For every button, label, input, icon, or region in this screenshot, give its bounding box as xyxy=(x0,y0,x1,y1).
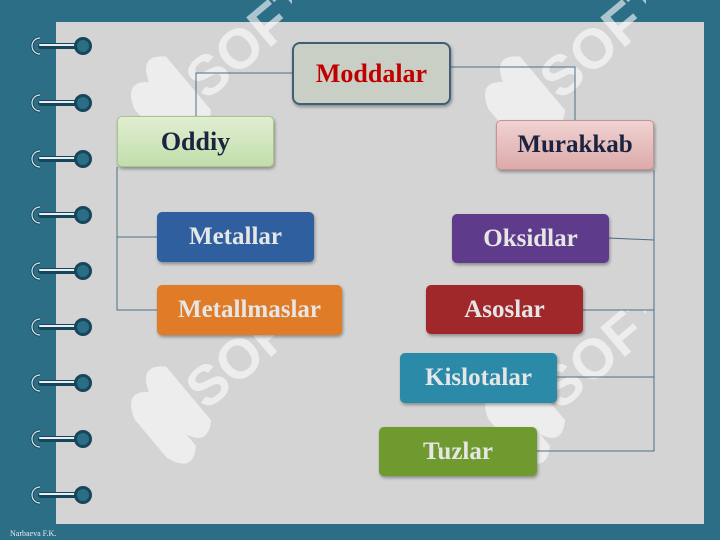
node-kislotalar: Kislotalar xyxy=(400,353,557,403)
binding-ring-icon xyxy=(26,90,94,116)
node-metallar: Metallar xyxy=(157,212,314,262)
node-metallmaslar-label: Metallmaslar xyxy=(177,296,321,323)
binding-ring-icon xyxy=(26,33,94,59)
author-footer: Narbaeva F.K. xyxy=(10,529,57,538)
node-tuzlar: Tuzlar xyxy=(379,427,537,476)
binding-ring-icon xyxy=(26,314,94,340)
node-moddalar: Moddalar xyxy=(292,42,451,105)
node-metallmaslar: Metallmaslar xyxy=(157,285,342,335)
connector-complex-oksidlar xyxy=(607,237,655,241)
connector-simple-metallmaslar xyxy=(116,167,157,311)
node-asoslar-label: Asoslar xyxy=(464,295,545,323)
connector-root-complex xyxy=(450,66,576,121)
binding-ring-icon xyxy=(26,370,94,396)
node-kislotalar-label: Kislotalar xyxy=(425,364,532,391)
binding-ring-icon xyxy=(26,202,94,228)
node-oddiy: Oddiy xyxy=(117,116,274,167)
binding-ring-icon xyxy=(26,482,94,508)
node-oddiy-label: Oddiy xyxy=(160,126,231,156)
binding-ring-icon xyxy=(26,146,94,172)
node-murakkab-label: Murakkab xyxy=(517,131,633,158)
node-murakkab: Murakkab xyxy=(496,120,654,170)
node-asoslar: Asoslar xyxy=(426,285,583,334)
node-tuzlar-label: Tuzlar xyxy=(423,437,493,465)
node-oksidlar-label: Oksidlar xyxy=(483,224,578,252)
connector-complex-tuzlar xyxy=(537,170,655,452)
node-oksidlar: Oksidlar xyxy=(452,214,609,263)
connector-root-simple xyxy=(195,72,292,117)
binding-ring-icon xyxy=(26,258,94,284)
node-metallar-label: Metallar xyxy=(188,223,282,250)
binding-ring-icon xyxy=(26,426,94,452)
node-moddalar-label: Moddalar xyxy=(315,58,428,88)
